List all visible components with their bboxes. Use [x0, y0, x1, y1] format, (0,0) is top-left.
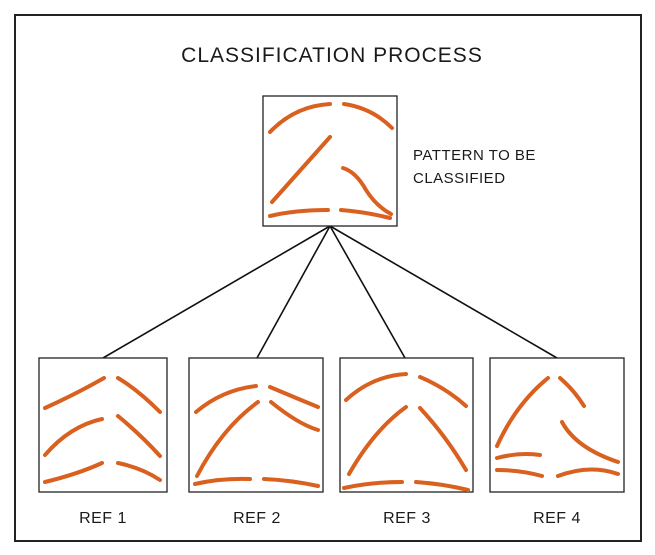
connector-ref-4 — [329, 225, 558, 359]
target-pattern-box — [262, 95, 398, 227]
diagram-frame — [14, 14, 642, 542]
ref-1-pattern-strokes — [43, 376, 162, 484]
pattern-stroke — [116, 461, 162, 482]
pattern-stroke — [268, 385, 320, 409]
ref-3-label: REF 3 — [383, 510, 431, 527]
pattern-stroke — [116, 376, 162, 414]
pattern-stroke — [556, 467, 620, 478]
ref-4-box — [489, 357, 625, 493]
pattern-stroke — [268, 208, 330, 218]
pattern-stroke — [344, 372, 408, 402]
pattern-stroke — [414, 480, 470, 492]
target-pattern-strokes — [268, 102, 394, 220]
pattern-stroke — [347, 405, 408, 476]
pattern-stroke — [270, 135, 332, 204]
pattern-stroke — [495, 452, 542, 460]
pattern-stroke — [262, 477, 320, 488]
pattern-stroke — [43, 376, 106, 410]
ref-4-pattern-strokes — [495, 376, 620, 478]
ref-3-box — [339, 357, 474, 493]
pattern-stroke — [560, 420, 620, 464]
pattern-stroke — [339, 208, 392, 220]
ref-1-box — [38, 357, 168, 493]
ref-2-box-outline — [188, 357, 324, 493]
pattern-stroke — [418, 375, 468, 408]
pattern-stroke — [194, 384, 258, 414]
diagram-title: CLASSIFICATION PROCESS — [181, 44, 483, 67]
pattern-stroke — [558, 376, 586, 408]
pattern-stroke — [495, 376, 550, 448]
pattern-stroke — [269, 400, 320, 432]
connector-ref-3 — [329, 225, 406, 359]
connector-ref-1 — [102, 225, 331, 359]
ref-2-label: REF 2 — [233, 510, 281, 527]
ref-1-label: REF 1 — [79, 510, 127, 527]
connector-lines — [102, 225, 558, 359]
pattern-stroke — [342, 102, 394, 130]
target-caption-line-2: CLASSIFIED — [413, 170, 506, 187]
pattern-stroke — [43, 417, 104, 457]
pattern-stroke — [268, 102, 332, 134]
connector-ref-2 — [256, 225, 331, 359]
ref-2-pattern-strokes — [193, 384, 320, 488]
pattern-stroke — [341, 166, 393, 216]
ref-3-pattern-strokes — [342, 372, 470, 492]
pattern-stroke — [342, 480, 404, 490]
ref-2-box — [188, 357, 324, 493]
pattern-stroke — [116, 414, 162, 458]
ref-4-label: REF 4 — [533, 510, 581, 527]
pattern-stroke — [495, 468, 544, 478]
pattern-stroke — [418, 406, 468, 472]
pattern-stroke — [195, 400, 260, 478]
pattern-stroke — [43, 461, 104, 484]
target-caption-line-1: PATTERN TO BE — [413, 147, 536, 164]
pattern-stroke — [193, 476, 252, 486]
ref-3-box-outline — [339, 357, 474, 493]
